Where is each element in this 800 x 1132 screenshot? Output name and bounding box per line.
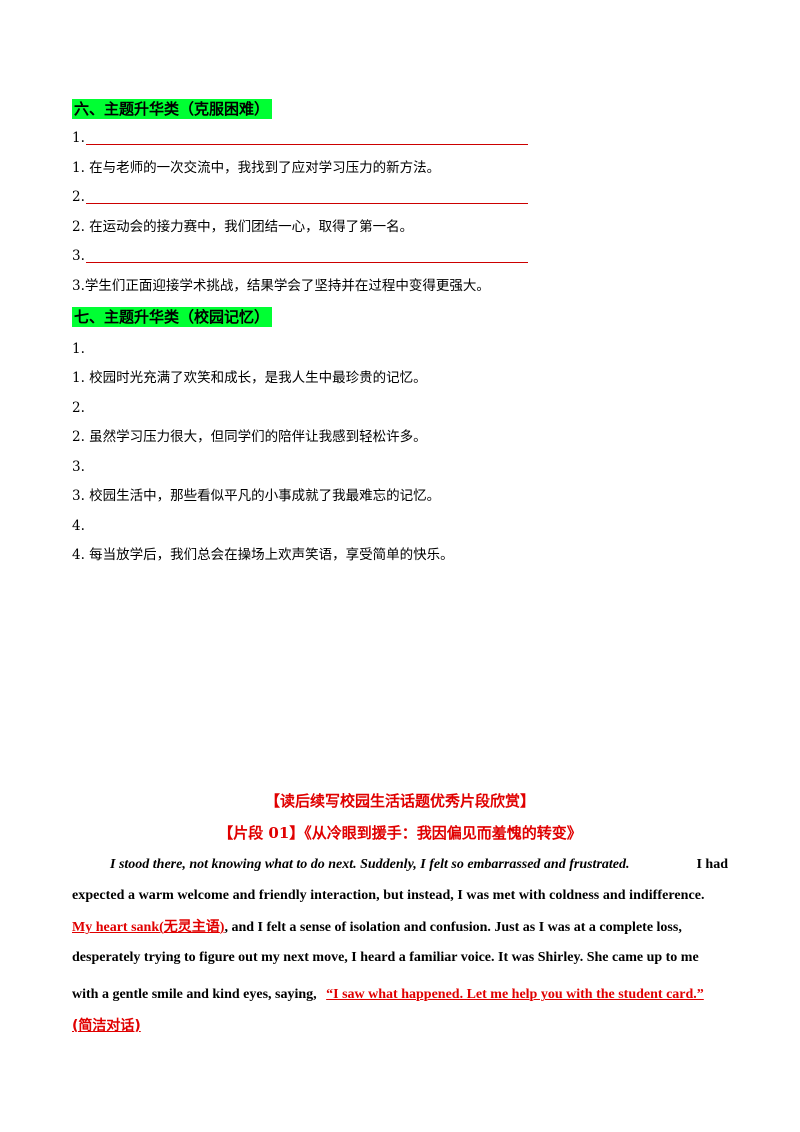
paragraph-line-5-start: with a gentle smile and kind eyes, sayin… <box>72 987 317 1002</box>
section7-item-4: 4. 每当放学后，我们总会在操场上欢声笑语，享受简单的快乐。 <box>72 547 454 563</box>
section7-item-1: 1. 校园时光充满了欢笑和成长，是我人生中最珍贵的记忆。 <box>72 370 427 386</box>
section6-blank-num-2: 2. <box>72 189 85 205</box>
fragment-heading: 【片段 01】《从冷眼到援手：我因偏见而羞愧的转变》 <box>0 823 800 843</box>
paragraph-line-5: with a gentle smile and kind eyes, sayin… <box>72 985 728 1005</box>
paragraph-line-1-italic: I stood there, not knowing what to do ne… <box>110 857 630 872</box>
paragraph-line-4: desperately trying to figure out my next… <box>72 950 699 965</box>
highlight-dialogue-quote: “I saw what happened. Let me help you wi… <box>326 987 704 1002</box>
paragraph-line-3: My heart sank(无灵主语), and I felt a sense … <box>72 917 728 938</box>
paragraph-line-2: expected a warm welcome and friendly int… <box>72 888 705 903</box>
section6-item-2: 2. 在运动会的接力赛中，我们团结一心，取得了第一名。 <box>72 219 414 235</box>
section7-item-3: 3. 校园生活中，那些看似平凡的小事成就了我最难忘的记忆。 <box>72 488 441 504</box>
section6-heading: 六、主题升华类（克服困难） <box>72 99 273 119</box>
section7-blank-num-3: 3. <box>72 459 85 475</box>
section7-item-2: 2. 虽然学习压力很大，但同学们的陪伴让我感到轻松许多。 <box>72 429 427 445</box>
section6-blank-num-1: 1. <box>72 130 85 146</box>
section6-blank-line-1[interactable] <box>86 144 528 145</box>
section6-blank-line-3[interactable] <box>86 262 528 263</box>
section7-blank-num-4: 4. <box>72 518 85 534</box>
section6-item-3: 3.学生们正面迎接学术挑战，结果学会了坚持并在过程中变得更强大。 <box>72 278 490 294</box>
highlight-heart-sank: My heart sank(无灵主语) <box>72 919 225 935</box>
section7-blank-num-1: 1. <box>72 341 85 357</box>
fragment-title: 《从冷眼到援手：我因偏见而羞愧的转变》 <box>304 824 582 842</box>
section6-blank-num-3: 3. <box>72 248 85 264</box>
highlight-note-dialogue: (简洁对话) <box>72 1018 141 1034</box>
section6-blank-line-2[interactable] <box>86 203 528 204</box>
paragraph-line-1-end: I had <box>696 857 728 872</box>
paragraph-line-1: I stood there, not knowing what to do ne… <box>72 855 728 875</box>
paragraph-line-3-rest: , and I felt a sense of isolation and co… <box>224 920 682 935</box>
section7-heading: 七、主题升华类（校园记忆） <box>72 307 273 327</box>
appreciation-title: 【读后续写校园生活话题优秀片段欣赏】 <box>264 792 535 810</box>
section7-blank-num-2: 2. <box>72 400 85 416</box>
fragment-label: 【片段 01】 <box>218 824 305 842</box>
paragraph-line-6: (简洁对话) <box>72 1016 728 1037</box>
section6-item-1: 1. 在与老师的一次交流中，我找到了应对学习压力的新方法。 <box>72 160 441 176</box>
